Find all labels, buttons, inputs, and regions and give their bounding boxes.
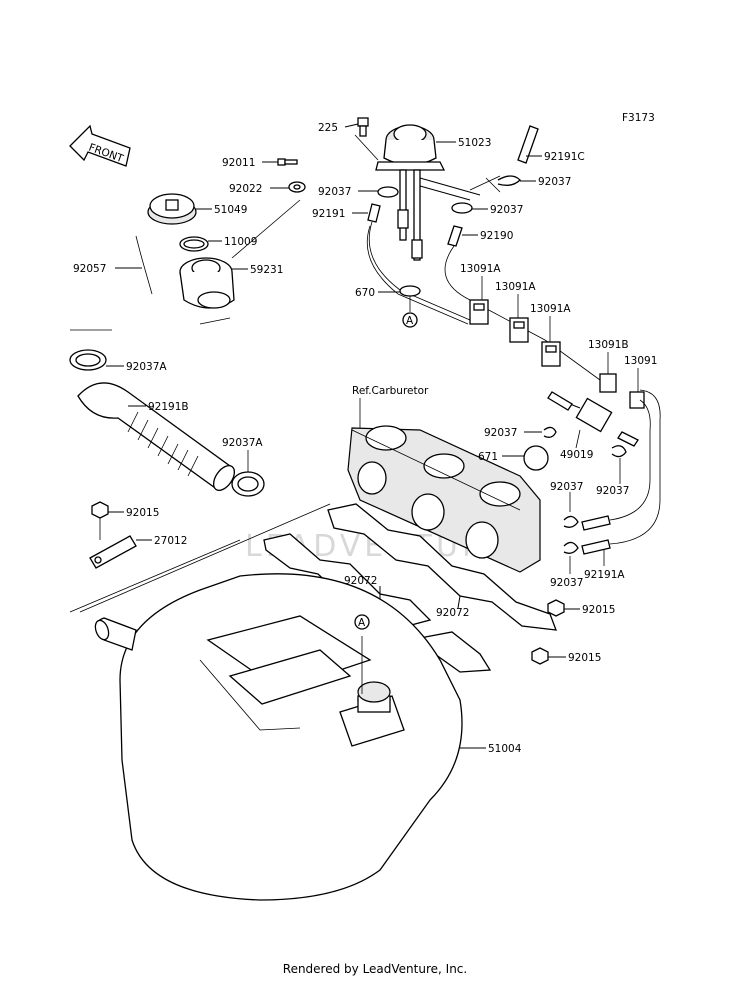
filler-hose-92191b — [77, 382, 236, 492]
ref-carburetor-label: Ref.Carburetor — [352, 385, 429, 397]
label-11009: 11009 — [224, 236, 257, 248]
label-13091a-3: 13091A — [530, 303, 571, 315]
label-92011: 92011 — [222, 157, 255, 169]
label-225: 225 — [318, 122, 338, 134]
clamp-92037a-1 — [69, 349, 107, 371]
label-671: 671 — [478, 451, 498, 463]
nut-92015-right-1 — [547, 599, 565, 617]
diagram-id: F3173 — [622, 112, 655, 124]
strap-92072-2 — [327, 503, 557, 631]
hose-short-1 — [547, 391, 573, 411]
label-92190: 92190 — [480, 230, 513, 242]
clamp-92037-r2 — [611, 445, 627, 458]
ref-circle-a-tank — [354, 614, 370, 630]
label-92057: 92057 — [73, 263, 106, 275]
label-670: 670 — [355, 287, 375, 299]
label-92072-2: 92072 — [436, 607, 469, 619]
label-51004: 51004 — [488, 743, 522, 755]
label-92037-r2: 92037 — [596, 485, 629, 497]
o-ring-11009 — [179, 236, 209, 252]
hose-92190 — [447, 225, 463, 247]
ref-circle-a-tank-label: A — [358, 617, 366, 629]
label-92037-cap: 92037 — [318, 186, 351, 198]
label-92037-r1: 92037 — [484, 427, 517, 439]
hose-92191a-1 — [581, 515, 611, 531]
clamp-92037-r3 — [563, 515, 579, 528]
clamp-92037-r4 — [563, 541, 579, 554]
clamp-92037-mid — [451, 202, 473, 214]
carburetor-assembly — [347, 425, 541, 573]
washer-92022 — [288, 181, 306, 193]
label-92022: 92022 — [229, 183, 262, 195]
label-92037a-1: 92037A — [126, 361, 167, 373]
clip-13091a-2 — [509, 317, 529, 343]
clip-13091 — [629, 391, 645, 409]
label-27012: 27012 — [154, 535, 187, 547]
filler-neck-59231 — [179, 257, 235, 309]
bracket-27012 — [89, 535, 137, 569]
nut-92015-left — [91, 501, 109, 519]
hose-92191 — [367, 203, 381, 223]
label-13091: 13091 — [624, 355, 657, 367]
clamp-92037-r1 — [543, 426, 557, 438]
label-92191: 92191 — [312, 208, 345, 220]
label-59231: 59231 — [250, 264, 283, 276]
hose-short-2 — [617, 431, 639, 447]
label-13091b: 13091B — [588, 339, 629, 351]
label-92037-mid: 92037 — [490, 204, 523, 216]
label-92191b: 92191B — [148, 401, 189, 413]
o-ring-670 — [399, 285, 421, 297]
label-92037-r4: 92037 — [550, 577, 583, 589]
clip-13091a-1 — [469, 299, 489, 325]
hose-92191a-2 — [581, 539, 611, 555]
fuel-tank-51004 — [94, 573, 463, 901]
label-92015-left: 92015 — [126, 507, 159, 519]
label-92037-r3: 92037 — [550, 481, 583, 493]
label-92015-right-2: 92015 — [568, 652, 601, 664]
label-51049: 51049 — [214, 204, 247, 216]
label-92015-right-1: 92015 — [582, 604, 615, 616]
clip-13091a-3 — [541, 341, 561, 367]
screw-92011 — [277, 158, 298, 166]
cord-92057 — [135, 235, 153, 295]
ref-circle-a-top — [402, 312, 418, 328]
hose-92191c — [517, 125, 539, 164]
ref-circle-a-top-label: A — [406, 315, 414, 327]
footer-credit: Rendered by LeadVenture, Inc. — [282, 962, 468, 976]
fuel-pump-assembly — [375, 124, 481, 261]
front-arrow-icon: FRONT — [69, 124, 131, 167]
bolt-225 — [357, 117, 369, 137]
clamp-92037-top-right — [497, 175, 521, 186]
label-13091a-1: 13091A — [460, 263, 501, 275]
clamp-92037-cap — [377, 186, 399, 198]
label-92191c: 92191C — [544, 151, 585, 163]
label-92191a: 92191A — [584, 569, 625, 581]
clip-13091b — [599, 373, 617, 393]
label-92037a-2: 92037A — [222, 437, 263, 449]
label-92072-1: 92072 — [344, 575, 377, 587]
o-ring-671 — [523, 445, 549, 471]
label-92037-top-right: 92037 — [538, 176, 571, 188]
label-51023: 51023 — [458, 137, 491, 149]
label-49019: 49019 — [560, 449, 593, 461]
nut-92015-right-2 — [531, 647, 549, 665]
label-13091a-2: 13091A — [495, 281, 536, 293]
fuel-cap-51049 — [147, 193, 197, 225]
clamp-92037a-2 — [231, 471, 265, 497]
